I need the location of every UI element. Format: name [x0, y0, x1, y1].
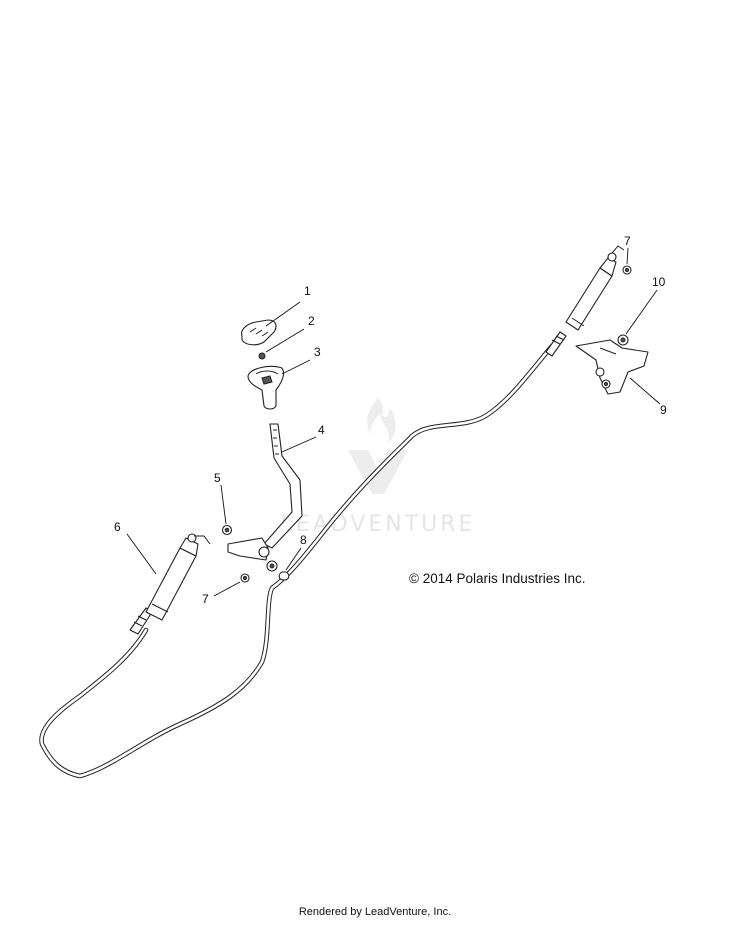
callout-4: 4	[318, 423, 325, 437]
watermark-flame-icon	[367, 398, 396, 444]
part-9-bracket	[575, 339, 649, 395]
cable-end-upper	[545, 245, 625, 357]
part-1-knob-cap	[241, 319, 277, 346]
callout-6: 6	[114, 520, 121, 534]
shift-cable	[39, 343, 555, 779]
part-8-clip	[278, 571, 290, 581]
callout-10: 10	[652, 275, 666, 289]
part-3-knob-base	[247, 365, 285, 410]
callout-8: 8	[300, 533, 307, 547]
callout-1: 1	[304, 284, 311, 298]
callout-7-lower: 7	[202, 592, 209, 606]
part-4-shift-lever	[227, 423, 303, 572]
part-2-screw	[258, 352, 266, 360]
leader-lines	[126, 247, 661, 597]
callout-9: 9	[660, 403, 667, 417]
callout-3: 3	[314, 345, 321, 359]
part-7-nut-lower	[240, 573, 250, 583]
part-5-nut	[221, 524, 233, 536]
callout-7-upper: 7	[624, 234, 631, 248]
callout-5: 5	[214, 471, 221, 485]
callouts: 1 2 3 4 5 6 7 7 8 9 10	[114, 234, 667, 606]
part-10-nut	[617, 334, 629, 346]
watermark-text: LEADVENTURE	[281, 512, 476, 537]
callout-2: 2	[308, 314, 315, 328]
part-7-nut-upper	[622, 265, 632, 275]
cable-end-lower	[129, 533, 211, 635]
footer-credit: Rendered by LeadVenture, Inc.	[298, 906, 452, 918]
copyright-text: © 2014 Polaris Industries Inc.	[409, 571, 586, 586]
